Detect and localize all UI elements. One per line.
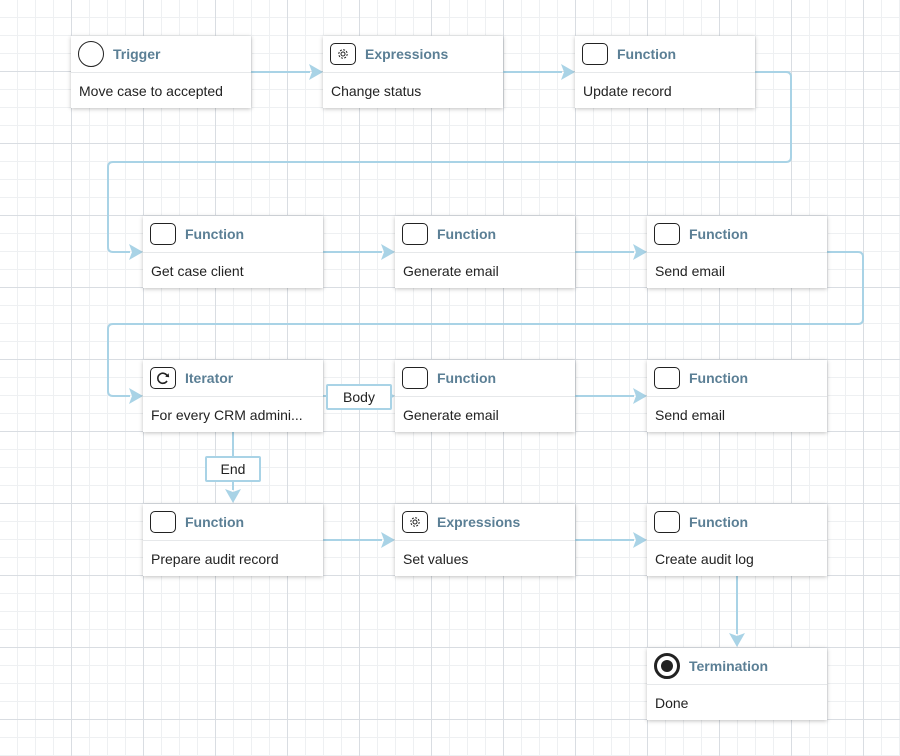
node-title: Expressions [365,46,449,62]
gear-icon [402,511,428,533]
node-text: Send email [655,263,726,279]
node-function-generate-email[interactable]: Function Generate email [395,216,575,288]
node-text: Generate email [403,263,499,279]
arrowhead [225,489,241,503]
function-icon [582,43,608,65]
node-text: Prepare audit record [151,551,279,567]
node-text: Move case to accepted [79,83,223,99]
node-title: Function [185,226,245,242]
node-text: Change status [331,83,422,99]
node-iterator[interactable]: Iterator For every CRM admini... [143,360,323,432]
edge-label-body[interactable]: Body [326,384,392,410]
arrowhead [633,388,647,404]
arrowhead [633,244,647,260]
edge-update-to-getclient [107,71,792,253]
arrowhead [381,532,395,548]
arrowhead [633,532,647,548]
node-function-create-audit-log[interactable]: Function Create audit log [647,504,827,576]
node-text: Send email [655,407,726,423]
node-termination[interactable]: Termination Done [647,648,827,720]
node-title: Function [689,370,749,386]
node-title: Function [437,370,497,386]
circle-icon [78,41,104,67]
arrowhead [129,388,143,404]
node-function-prepare-audit-record[interactable]: Function Prepare audit record [143,504,323,576]
node-text: Generate email [403,407,499,423]
node-title: Function [185,514,245,530]
termination-icon [654,653,680,679]
node-function-send-email[interactable]: Function Send email [647,216,827,288]
function-icon [402,367,428,389]
node-expressions-set-values[interactable]: Expressions Set values [395,504,575,576]
node-title: Trigger [113,46,161,62]
node-function-send-email-2[interactable]: Function Send email [647,360,827,432]
node-text: For every CRM admini... [151,407,303,423]
arrowhead [309,64,323,80]
gear-icon [330,43,356,65]
node-function-update-record[interactable]: Function Update record [575,36,755,108]
node-trigger[interactable]: Trigger Move case to accepted [71,36,251,108]
edge-label-end[interactable]: End [205,456,261,482]
edge-sendemail-to-iterator [107,251,864,397]
node-function-generate-email-2[interactable]: Function Generate email [395,360,575,432]
node-title: Function [689,514,749,530]
function-icon [654,223,680,245]
node-title: Expressions [437,514,521,530]
function-icon [654,367,680,389]
loop-icon [150,367,176,389]
node-text: Get case client [151,263,244,279]
node-title: Function [617,46,677,62]
arrowhead [129,244,143,260]
node-title: Function [689,226,749,242]
arrowhead [381,244,395,260]
node-expressions-change-status[interactable]: Expressions Change status [323,36,503,108]
function-icon [402,223,428,245]
node-text: Update record [583,83,672,99]
node-text: Create audit log [655,551,754,567]
node-title: Iterator [185,370,234,386]
node-title: Function [437,226,497,242]
node-text: Set values [403,551,469,567]
node-function-get-case-client[interactable]: Function Get case client [143,216,323,288]
node-title: Termination [689,658,769,674]
function-icon [654,511,680,533]
function-icon [150,511,176,533]
node-text: Done [655,695,689,711]
arrowhead [561,64,575,80]
function-icon [150,223,176,245]
arrowhead [729,633,745,647]
